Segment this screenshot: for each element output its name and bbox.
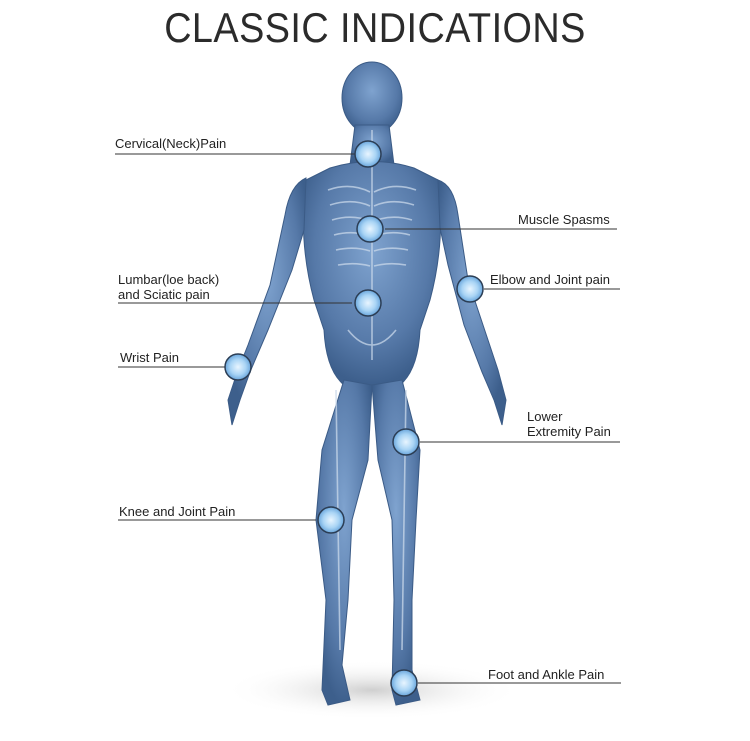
marker-elbow xyxy=(456,275,484,303)
label-lumbar-line1: Lumbar(loe back) xyxy=(118,272,220,287)
marker-lumbar xyxy=(354,289,382,317)
marker-spasms xyxy=(356,215,384,243)
floor-shadow xyxy=(222,660,522,720)
label-lumbar-line2: and Sciatic pain xyxy=(118,287,210,302)
label-neck: Cervical(Neck)Pain xyxy=(115,136,227,151)
label-lower-line2: Extremity Pain xyxy=(527,424,611,439)
label-foot: Foot and Ankle Pain xyxy=(488,667,605,682)
marker-lower xyxy=(392,428,420,456)
leader-lines xyxy=(115,153,621,684)
marker-knee xyxy=(317,506,345,534)
label-spasms: Muscle Spasms xyxy=(518,212,610,227)
pain-markers xyxy=(224,140,484,697)
page-title: CLASSIC INDICATIONS xyxy=(164,4,586,51)
marker-neck xyxy=(354,140,382,168)
marker-foot xyxy=(390,669,418,697)
marker-wrist xyxy=(224,353,252,381)
label-lower-line1: Lower xyxy=(527,409,563,424)
label-wrist: Wrist Pain xyxy=(120,350,179,365)
label-elbow: Elbow and Joint pain xyxy=(490,272,610,287)
label-lower: Lower Extremity Pain xyxy=(527,409,611,439)
label-knee: Knee and Joint Pain xyxy=(119,504,236,519)
label-lumbar: Lumbar(loe back) and Sciatic pain xyxy=(118,272,219,302)
